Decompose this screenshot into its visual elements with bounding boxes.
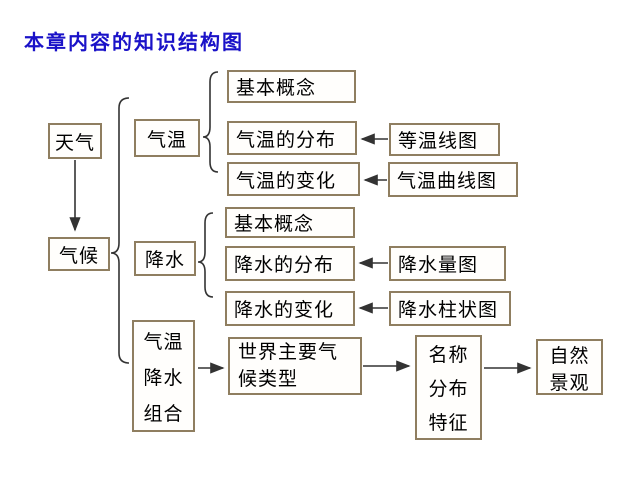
combo-line-3: 组合	[143, 403, 184, 425]
node-precip-basic-concept: 基本概念	[225, 207, 355, 238]
node-weather: 天气	[48, 123, 102, 159]
node-temp-change: 气温的变化	[227, 162, 360, 196]
node-world-climate-types: 世界主要气 候类型	[228, 337, 362, 395]
brace-climate	[110, 97, 130, 364]
node-precipitation: 降水	[134, 241, 196, 276]
node-precip-amount-map: 降水量图	[389, 246, 506, 281]
node-temp-distribution: 气温的分布	[227, 121, 357, 155]
node-climate: 气候	[48, 237, 110, 271]
dist-line: 分布	[428, 378, 469, 400]
node-isotherm-map: 等温线图	[389, 123, 500, 156]
combo-line-1: 气温	[143, 331, 184, 353]
name-line: 名称	[428, 345, 469, 367]
features-line: 特征	[428, 412, 469, 434]
combo-line-2: 降水	[143, 367, 184, 389]
world-climate-line-2: 候类型	[238, 369, 299, 390]
node-precip-distribution: 降水的分布	[225, 246, 355, 281]
node-precip-bar-chart: 降水柱状图	[389, 291, 511, 326]
node-temperature: 气温	[134, 119, 200, 157]
node-temp-curve-chart: 气温曲线图	[388, 162, 518, 197]
landscape-line-1: 自然	[549, 346, 590, 367]
node-temp-basic-concept: 基本概念	[227, 70, 356, 103]
landscape-line-2: 景观	[549, 373, 590, 394]
node-temp-precip-combo: 气温 降水 组合	[132, 320, 195, 432]
node-natural-landscape: 自然 景观	[536, 339, 603, 395]
page-title: 本章内容的知识结构图	[24, 32, 244, 54]
world-climate-line-1: 世界主要气	[238, 342, 339, 363]
brace-precipitation	[197, 212, 214, 298]
node-name-dist-features: 名称 分布 特征	[415, 335, 482, 440]
brace-temperature	[202, 71, 219, 173]
node-precip-change: 降水的变化	[225, 291, 355, 326]
